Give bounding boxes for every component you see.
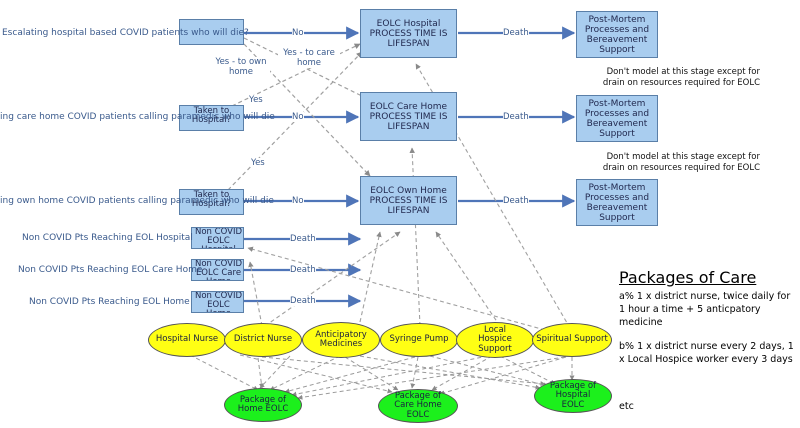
process-body: PROCESS TIME IS LIFESPAN [369,195,448,216]
process-title: EOLC Own Home [370,185,447,196]
edge-label-no: No [292,112,304,122]
package-care-home-eolc: Package of Care Home EOLC [378,389,458,423]
edge-label-yes-care-home: Yes - to care home [278,48,340,68]
trigger-box-carehome: Taken to Hospital? [179,105,244,131]
noncovid-box-text: Non COVID EOLC Care Home [195,259,242,280]
noncovid-label-home: Non COVID Pts Reaching EOL Home [29,297,190,307]
noncovid-box-text: Non COVID EOLC Home [195,291,242,312]
postmortem-box: Post-Mortem Processes and Bereavement Su… [576,95,658,142]
resource-syringe-pump: Syringe Pump [380,323,458,357]
process-body: PROCESS TIME IS LIFESPAN [369,111,448,132]
edge-label-yes: Yes [249,95,263,105]
noncovid-box-carehome: Non COVID EOLC Care Home [191,259,244,281]
edge-label-death: Death [290,296,316,306]
package-item-etc: etc [619,401,634,412]
postmortem-text: Post-Mortem Processes and Bereavement Su… [584,182,650,223]
postmortem-text: Post-Mortem Processes and Bereavement Su… [584,98,650,139]
process-box-eolc-carehome: EOLC Care Home PROCESS TIME IS LIFESPAN [360,92,457,141]
postmortem-text: Post-Mortem Processes and Bereavement Su… [584,14,650,55]
edge-label-death: Death [503,196,529,206]
edge-label-death: Death [290,265,316,275]
resource-hospital-nurse: Hospital Nurse [148,323,226,357]
process-box-eolc-ownhome: EOLC Own Home PROCESS TIME IS LIFESPAN [360,176,457,225]
process-box-eolc-hospital: EOLC Hospital PROCESS TIME IS LIFESPAN [360,9,457,58]
edge-label-death: Death [503,112,529,122]
resource-spiritual-support: Spiritual Support [532,323,612,357]
process-title: EOLC Care Home [369,101,448,112]
resource-district-nurse: District Nurse [224,323,302,357]
package-hospital-eolc: Package of Hospital EOLC [534,379,612,413]
noncovid-label-carehome: Non COVID Pts Reaching EOL Care Home [18,265,203,275]
postmortem-box: Post-Mortem Processes and Bereavement Su… [576,11,658,58]
resource-local-hospice-support: Local Hospice Support [456,322,534,358]
noncovid-box-home: Non COVID EOLC Home [191,291,244,313]
trigger-box-text: Taken to Hospital? [191,190,232,209]
package-item-b: b% 1 x district nurse every 2 days, 1 x … [619,341,794,365]
package-home-eolc: Package of Home EOLC [224,388,302,422]
postmortem-box: Post-Mortem Processes and Bereavement Su… [576,179,658,226]
packages-of-care-title: Packages of Care [619,268,757,287]
trigger-box-text: Taken to Hospital? [191,106,232,125]
note-dont-model: Don't model at this stage except for dra… [602,152,760,173]
trigger-label-carehome: ing care home COVID patients calling par… [0,112,275,122]
noncovid-box-text: Non COVID EOLC Hospital [195,227,242,248]
package-item-a: a% 1 x district nurse, twice daily for 1… [619,291,791,328]
note-dont-model: Don't model at this stage except for dra… [602,67,760,88]
edge-label-no: No [292,196,304,206]
edge-label-death: Death [503,28,529,38]
noncovid-label-hospital: Non COVID Pts Reaching EOL Hospital [22,233,193,243]
edge-label-no: No [292,28,304,38]
edge-label-death: Death [290,234,316,244]
process-body: PROCESS TIME IS LIFESPAN [369,28,448,49]
noncovid-box-hospital: Non COVID EOLC Hospital [191,227,244,249]
trigger-box-hospital [179,19,244,45]
trigger-label-ownhome: ing own home COVID patients calling para… [0,196,274,206]
resource-anticipatory-medicines: Anticipatory Medicines [302,322,380,358]
edge-label-yes: Yes [251,158,265,168]
process-title: EOLC Hospital [376,18,441,29]
trigger-label-hospital: Escalating hospital based COVID patients… [2,28,249,38]
edge-label-yes-own-home: Yes - to own home [212,57,270,77]
trigger-box-ownhome: Taken to Hospital? [179,189,244,215]
